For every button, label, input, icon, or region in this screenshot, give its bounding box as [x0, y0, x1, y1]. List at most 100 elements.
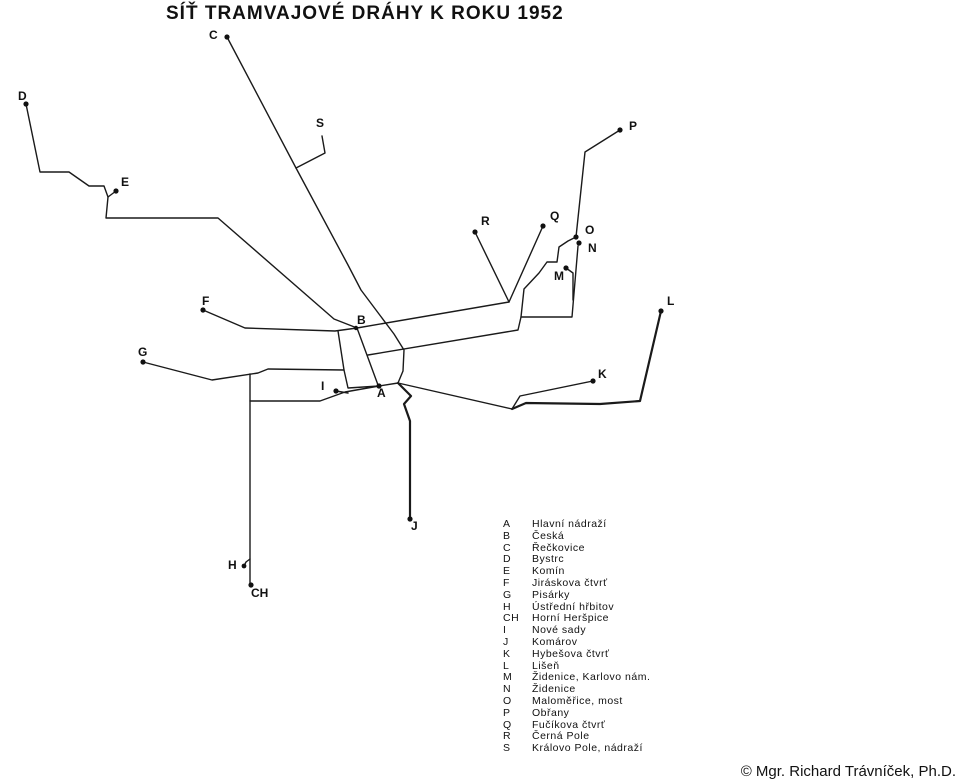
- legend-code: S: [503, 742, 511, 755]
- legend-name: Bystrc: [532, 553, 565, 566]
- stop-marker-n: [576, 240, 582, 246]
- legend-name: Nové sady: [532, 624, 587, 637]
- map-title: SÍŤ TRAMVAJOVÉ DRÁHY K ROKU 1952: [166, 3, 564, 24]
- stop-label-o: O: [585, 223, 595, 237]
- stop-marker-b: [353, 325, 359, 331]
- stop-marker-i: [333, 388, 339, 394]
- legend-name: Jiráskova čtvrť: [532, 576, 608, 589]
- legend-name: Obřany: [532, 706, 570, 719]
- legend-row-c: C Řečkovice: [503, 541, 650, 555]
- legend-name: Maloměřice, most: [532, 694, 623, 707]
- tram-branch-m: [565, 267, 574, 301]
- legend-name: Fučíkova čtvrť: [532, 718, 606, 731]
- legend-row-a: A Hlavní nádraží: [503, 518, 650, 531]
- legend-code: Q: [503, 718, 512, 731]
- legend-code: L: [503, 659, 510, 672]
- legend-code: C: [503, 541, 512, 554]
- stop-marker-l: [658, 308, 664, 314]
- tram-line-d-e: [25, 103, 358, 329]
- stop-label-j: J: [411, 519, 418, 533]
- stop-marker-e: [113, 188, 119, 194]
- stop-label-l: L: [667, 294, 675, 308]
- tram-line-f: [202, 309, 358, 332]
- legend-code: M: [503, 671, 513, 684]
- tram-line-east: [378, 382, 513, 410]
- stop-marker-a: [376, 383, 382, 389]
- legend-code: I: [503, 624, 507, 637]
- legend-name: Komín: [532, 565, 565, 578]
- tram-line-b-a-east: [356, 327, 379, 386]
- stop-label-g: G: [138, 345, 148, 359]
- tram-line-j: [396, 381, 413, 521]
- tram-line-q: [508, 225, 544, 303]
- tram-line-k: [511, 380, 594, 410]
- stop-label-e: E: [121, 175, 130, 189]
- stop-label-c: C: [209, 28, 218, 42]
- legend-name: Královo Pole, nádraží: [532, 742, 643, 755]
- legend-row-s: S Královo Pole, nádraží: [503, 742, 650, 755]
- legend-name: Pisárky: [532, 588, 570, 601]
- legend-name: Hybešova čtvrť: [532, 647, 610, 660]
- stop-marker-m: [563, 265, 569, 271]
- legend-row-e: E Komín: [503, 565, 650, 578]
- legend-name: Ústřední hřbitov: [532, 600, 615, 613]
- stop-marker-f: [200, 307, 206, 313]
- stop-label-a: A: [377, 386, 386, 400]
- legend-code: O: [503, 694, 512, 707]
- legend-name: Lišeň: [532, 659, 560, 672]
- legend-row-j: J Komárov: [503, 635, 650, 649]
- tram-line-c: [226, 36, 405, 384]
- stop-label-q: Q: [550, 209, 560, 223]
- tram-line-g: [142, 361, 345, 381]
- stop-marker-g: [140, 359, 146, 365]
- stop-label-h: H: [228, 558, 237, 572]
- stop-marker-j: [407, 516, 413, 522]
- tram-line-b-a-west: [337, 330, 380, 389]
- stop-label-r: R: [481, 214, 490, 228]
- stop-label-d: D: [18, 89, 27, 103]
- legend-row-l: L Lišeň: [503, 659, 650, 673]
- legend-name: Židenice: [532, 683, 576, 696]
- copyright-notice: © Mgr. Richard Trávníček, Ph.D.: [740, 763, 956, 780]
- legend-row-n: N Židenice: [503, 683, 650, 696]
- stop-marker-h: [241, 563, 247, 569]
- stop-marker-ch: [248, 582, 254, 588]
- legend-code: R: [503, 730, 512, 743]
- legend-row-o: O Maloměřice, most: [503, 694, 650, 708]
- tram-line-l: [510, 309, 663, 411]
- stop-marker-d: [23, 101, 29, 107]
- legend-code: N: [503, 683, 512, 696]
- stop-label-k: K: [598, 367, 607, 381]
- stop-label-s: S: [316, 116, 325, 130]
- tram-lines: [25, 36, 663, 586]
- tram-line-b-r: [356, 231, 510, 329]
- legend-name: Komárov: [532, 635, 578, 648]
- legend-name: Řečkovice: [532, 541, 585, 554]
- legend-code: K: [503, 647, 511, 660]
- tram-line-s: [295, 135, 326, 169]
- legend-name: Horní Heršpice: [532, 612, 610, 625]
- legend-row-k: K Hybešova čtvrť: [503, 647, 650, 661]
- legend-code: A: [503, 518, 511, 530]
- stop-marker-p: [617, 127, 623, 133]
- stop-label-p: P: [629, 119, 638, 133]
- stop-label-n: N: [588, 241, 597, 255]
- legend-code: J: [503, 635, 509, 648]
- stop-marker-c: [224, 34, 230, 40]
- stop-marker-r: [472, 229, 478, 235]
- legend-name: Hlavní nádraží: [532, 518, 607, 530]
- stop-label-f: F: [202, 294, 210, 308]
- stop-label-m: M: [554, 269, 564, 283]
- legend-code: D: [503, 553, 512, 566]
- stop-marker-o: [573, 234, 579, 240]
- stop-label-b: B: [357, 313, 366, 327]
- legend-code: E: [503, 565, 511, 578]
